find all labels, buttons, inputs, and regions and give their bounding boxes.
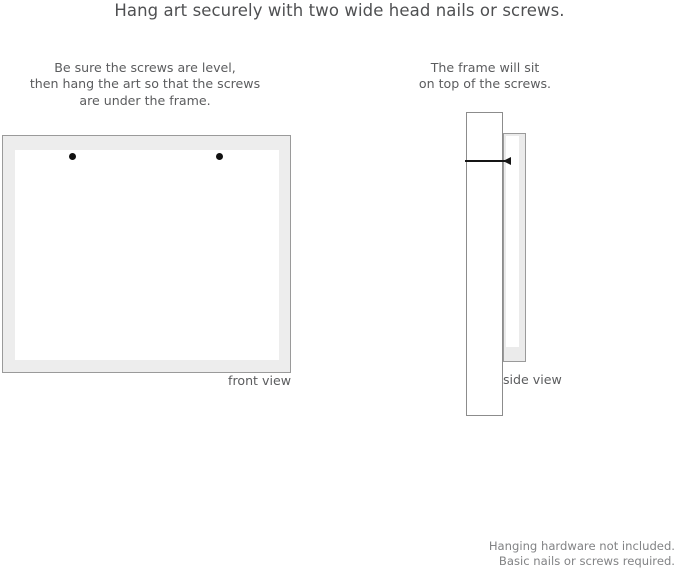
front-view-diagram xyxy=(2,135,291,373)
nail-head xyxy=(503,157,511,165)
side-view-caption: The frame will sit on top of the screws. xyxy=(380,60,590,93)
side-view-diagram xyxy=(440,105,640,425)
picture-frame-mat xyxy=(15,150,279,360)
footer-line-2: Basic nails or screws required. xyxy=(498,553,675,568)
side-view-label: side view xyxy=(503,372,562,387)
front-view-caption-line-3: are under the frame. xyxy=(79,92,211,108)
footer-line-1: Hanging hardware not included. xyxy=(488,538,675,553)
wall-cross-section xyxy=(466,112,503,416)
screw-dot-left-icon xyxy=(69,153,76,160)
front-view-caption-line-2: then hang the art so that the screws xyxy=(29,76,261,92)
frame-cross-section-inner xyxy=(506,136,519,347)
side-view-caption-line-1: The frame will sit xyxy=(430,60,540,75)
front-view-caption: Be sure the screws are level, then hang … xyxy=(0,60,290,109)
nail-shaft xyxy=(465,160,505,162)
screw-dot-right-icon xyxy=(216,153,223,160)
front-view-caption-line-1: Be sure the screws are level, xyxy=(54,60,236,75)
page-title: Hang art securely with two wide head nai… xyxy=(114,1,565,20)
side-view-caption-line-2: on top of the screws. xyxy=(418,76,552,92)
nail-icon xyxy=(465,157,511,165)
footer-note: Hanging hardware not included. Basic nai… xyxy=(489,539,675,569)
front-view-label: front view xyxy=(228,373,291,388)
